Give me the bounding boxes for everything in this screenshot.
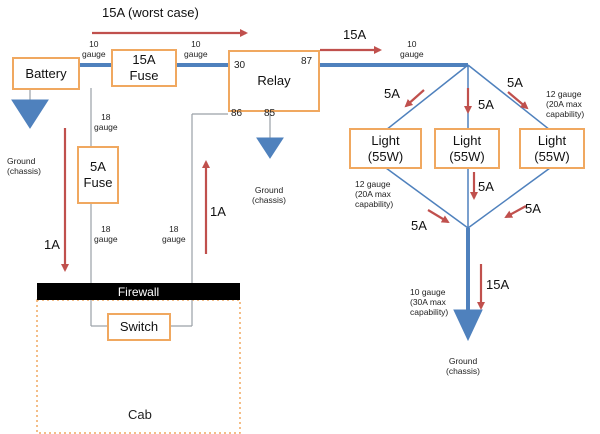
- cab-label: Cab: [128, 407, 152, 422]
- arrow-light-in3: [507, 91, 529, 110]
- current-label-light-out1: 5A: [411, 218, 427, 233]
- relay-pin-30: 30: [234, 60, 246, 71]
- gauge-label-switch-relay: 18 gauge: [162, 224, 186, 244]
- gauge-label-light-feed: 12 gauge (20A max capability): [546, 89, 585, 119]
- light-box-1: Light (55W): [349, 128, 422, 169]
- arrow-light-in1: [404, 89, 425, 108]
- fuse-15a-label: 15A Fuse: [129, 52, 159, 83]
- current-label-main: 15A: [343, 27, 367, 42]
- current-arrows: [61, 29, 529, 310]
- gauge-label-fuse-relay: 10 gauge: [184, 39, 208, 59]
- gauge-label-light-return: 12 gauge (20A max capability): [355, 179, 394, 209]
- control-wires: [29, 88, 271, 327]
- battery-label: Battery: [25, 65, 67, 81]
- gauge-label-fuse5-switch: 18 gauge: [94, 224, 118, 244]
- ground-label-lights: Ground (chassis): [446, 356, 481, 376]
- light-box-2: Light (55W): [434, 128, 500, 169]
- battery-box: Battery: [12, 57, 80, 90]
- relay-pin-87: 87: [301, 56, 313, 67]
- arrow-light-out1: [427, 209, 450, 224]
- switch-box: Switch: [107, 313, 171, 341]
- current-label-light-out3: 5A: [525, 201, 541, 216]
- current-label-light-in3: 5A: [507, 75, 523, 90]
- ground-label-battery: Ground (chassis): [7, 156, 42, 176]
- fuse-5a-label: 5A Fuse: [83, 159, 113, 190]
- relay-label: Relay: [257, 73, 291, 89]
- ground-symbol-relay: [256, 137, 284, 159]
- light-label-1: Light (55W): [367, 132, 404, 164]
- cab-outline: [36, 299, 241, 434]
- current-label-ground-return: 15A: [486, 277, 510, 292]
- gauge-label-relay-lights: 10 gauge: [400, 39, 424, 59]
- switch-label: Switch: [119, 319, 159, 335]
- relay-pin-85: 85: [264, 108, 276, 119]
- firewall-bar: Firewall: [37, 283, 240, 300]
- ground-label-relay: Ground (chassis): [252, 185, 287, 205]
- current-label-top: 15A (worst case): [102, 5, 199, 20]
- gauge-label-battery-fuse5: 18 gauge: [94, 112, 118, 132]
- current-label-light-in1: 5A: [384, 86, 400, 101]
- firewall-label: Firewall: [117, 284, 160, 299]
- ground-symbol-lights: [453, 309, 483, 342]
- light-box-3: Light (55W): [519, 128, 585, 169]
- fuse-5a-box: 5A Fuse: [77, 146, 119, 204]
- current-label-light-in2: 5A: [478, 97, 494, 112]
- light-label-3: Light (55W): [534, 132, 570, 164]
- current-label-left: 1A: [44, 237, 60, 252]
- current-label-light-out2: 5A: [478, 179, 494, 194]
- gauge-label-ground-wire: 10 gauge (30A max capability): [410, 287, 449, 317]
- arrow-light-out3: [504, 205, 527, 218]
- current-label-switch-loop: 1A: [210, 204, 226, 219]
- light-label-2: Light (55W): [449, 132, 485, 164]
- gauge-label-battery-fuse: 10 gauge: [82, 39, 106, 59]
- relay-pin-86: 86: [231, 108, 243, 119]
- fuse-15a-box: 15A Fuse: [111, 49, 177, 87]
- ground-symbol-battery: [11, 99, 49, 129]
- relay-box: Relay: [228, 50, 320, 112]
